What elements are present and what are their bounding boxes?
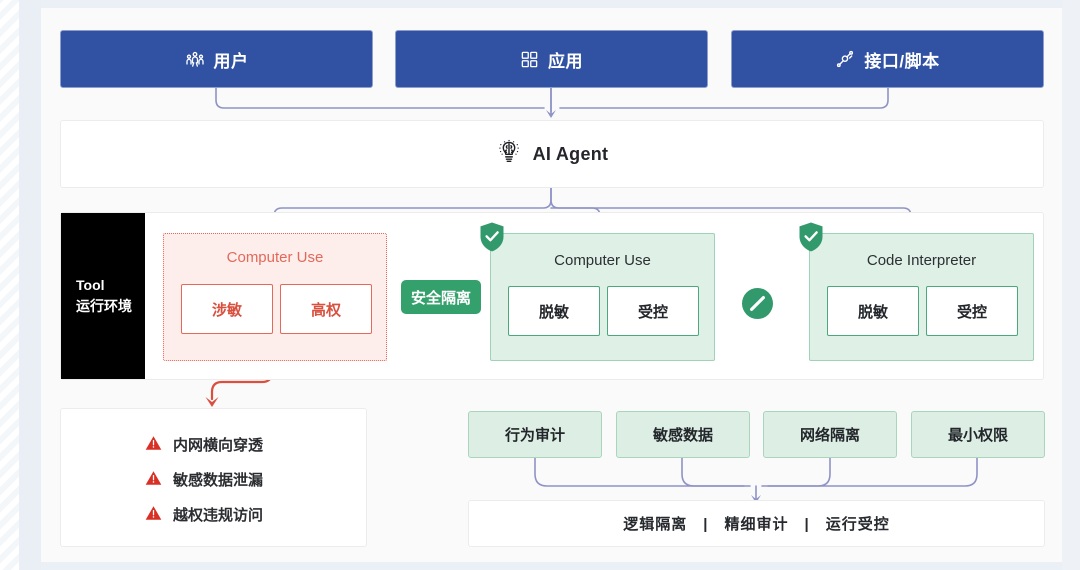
api-link-icon <box>835 49 855 69</box>
prohibition-slash-icon <box>742 288 773 319</box>
control-tag-sensitive-data[interactable]: 敏感数据 <box>616 411 750 458</box>
entry-card-users[interactable]: 用户 <box>60 30 373 88</box>
safe-chip-controlled-1[interactable]: 受控 <box>926 286 1018 336</box>
risk-item-2: 越权违规访问 <box>145 504 263 525</box>
warning-triangle-icon <box>145 435 162 455</box>
risk-item-label-0: 内网横向穿透 <box>173 437 264 454</box>
shield-check-icon <box>798 222 824 252</box>
tool-tag-line1: Tool <box>76 277 105 293</box>
safe-group-title-1: Code Interpreter <box>866 252 977 269</box>
risk-item-label-2: 越权违规访问 <box>173 507 264 524</box>
ai-agent-label: AI Agent <box>532 143 609 164</box>
safe-chip-desensitized-0[interactable]: 脱敏 <box>508 286 600 336</box>
safe-chip-desensitized-1[interactable]: 脱敏 <box>827 286 919 336</box>
warning-triangle-icon <box>145 470 162 490</box>
tool-tag-line2: 运行环境 <box>76 298 132 314</box>
risk-item-0: 内网横向穿透 <box>145 434 263 455</box>
control-tag-behavior-audit[interactable]: 行为审计 <box>468 411 602 458</box>
risky-computer-use-group[interactable]: Computer Use 涉敏 高权 <box>163 233 387 361</box>
brain-bulb-icon <box>496 139 522 170</box>
entry-label-api: 接口/脚本 <box>864 51 940 71</box>
isolation-badge[interactable]: 安全隔离 <box>401 280 482 314</box>
apps-grid-icon <box>520 50 539 69</box>
controls-summary-text: 逻辑隔离 | 精细审计 | 运行受控 <box>623 516 890 533</box>
entry-label-apps: 应用 <box>548 51 583 71</box>
warning-triangle-icon <box>145 505 162 525</box>
controls-summary-panel: 逻辑隔离 | 精细审计 | 运行受控 <box>468 500 1045 547</box>
ai-agent-panel[interactable]: AI Agent <box>60 120 1044 188</box>
risk-chip-privileged[interactable]: 高权 <box>280 284 372 334</box>
right-band-decoration <box>1062 0 1080 570</box>
safe-computer-use-group[interactable]: Computer Use 脱敏 受控 <box>480 222 715 361</box>
shield-check-icon <box>479 222 505 252</box>
safe-code-interpreter-group[interactable]: Code Interpreter 脱敏 受控 <box>799 222 1034 361</box>
control-tag-network-isolation[interactable]: 网络隔离 <box>763 411 897 458</box>
entry-card-api[interactable]: 接口/脚本 <box>731 30 1044 88</box>
users-group-icon <box>185 49 205 69</box>
risk-chip-sensitive[interactable]: 涉敏 <box>181 284 273 334</box>
entry-card-apps[interactable]: 应用 <box>395 30 708 88</box>
entry-label-users: 用户 <box>213 51 249 71</box>
risk-item-1: 敏感数据泄漏 <box>145 469 263 490</box>
safe-group-title-0: Computer Use <box>554 252 651 269</box>
safe-chip-controlled-0[interactable]: 受控 <box>607 286 699 336</box>
risky-group-title: Computer Use <box>226 249 324 266</box>
left-band-decoration <box>19 0 41 570</box>
left-stripe-decoration <box>0 0 19 570</box>
control-tag-least-privilege[interactable]: 最小权限 <box>911 411 1045 458</box>
risk-item-label-1: 敏感数据泄漏 <box>173 472 264 489</box>
tool-runtime-tag: Tool 运行环境 <box>61 213 145 379</box>
risk-list-panel: 内网横向穿透 敏感数据泄漏 越权违规访问 <box>60 408 367 547</box>
tool-runtime-panel: Tool 运行环境 Computer Use 涉敏 高权 安全隔离 Comput… <box>60 212 1044 380</box>
